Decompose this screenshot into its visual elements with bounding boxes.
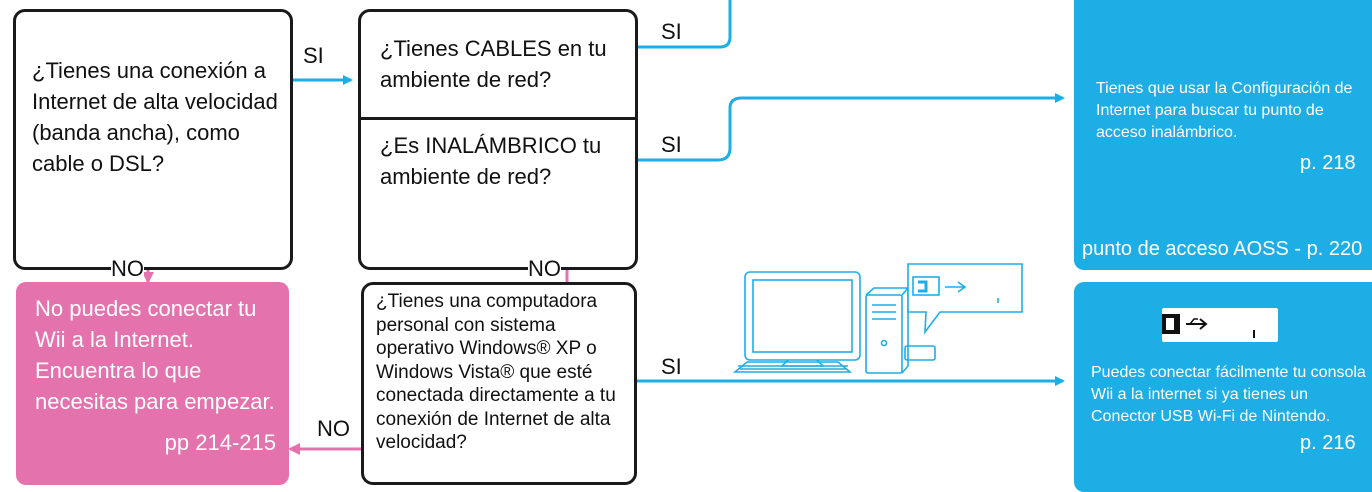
result-wireless-setup-aoss: punto de acceso AOSS - p. 220 bbox=[1082, 238, 1363, 260]
decision-cables-text: ¿Tienes CABLES en tu ambiente de red? bbox=[380, 36, 607, 92]
label-no-wireless: NO bbox=[528, 256, 561, 282]
result-no-connection-text: No puedes conectar tu Wii a la Internet.… bbox=[35, 296, 275, 414]
decision-broadband bbox=[13, 9, 293, 270]
decision-network-type bbox=[358, 9, 638, 270]
result-wireless-setup-page: p. 218 bbox=[1300, 152, 1356, 174]
result-no-connection bbox=[16, 282, 289, 485]
label-yes-pc: SI bbox=[661, 354, 682, 379]
result-no-connection-pages: pp 214-215 bbox=[164, 430, 276, 455]
decision-pc bbox=[361, 282, 637, 485]
decision-broadband-text: ¿Tienes una conexión a Internet de alta … bbox=[32, 58, 278, 176]
decision-pc-text: ¿Tienes una computadora personal con sis… bbox=[376, 291, 616, 453]
label-yes-wireless: SI bbox=[661, 132, 682, 157]
label-no-pc: NO bbox=[317, 416, 350, 441]
result-wireless-setup bbox=[1074, 0, 1372, 270]
result-usb-connector-text: Puedes conectar fácilmente tu consola Wi… bbox=[1091, 364, 1366, 425]
label-yes-broadband: SI bbox=[303, 43, 324, 68]
decision-wireless-text: ¿Es INALÁMBRICO tu ambiente de red? bbox=[380, 133, 602, 189]
label-yes-cables: SI bbox=[661, 19, 682, 44]
arrow-yes-cables bbox=[637, 0, 732, 49]
arrow-yes-wireless bbox=[637, 93, 1065, 162]
divider bbox=[361, 117, 635, 120]
result-usb-connector-page: p. 216 bbox=[1300, 432, 1356, 454]
computer-icon bbox=[732, 263, 1023, 374]
label-no-broadband: NO bbox=[111, 256, 144, 282]
result-wireless-setup-text: Tienes que usar la Configuración de Inte… bbox=[1096, 80, 1353, 141]
usb-connector-icon bbox=[1162, 308, 1278, 342]
